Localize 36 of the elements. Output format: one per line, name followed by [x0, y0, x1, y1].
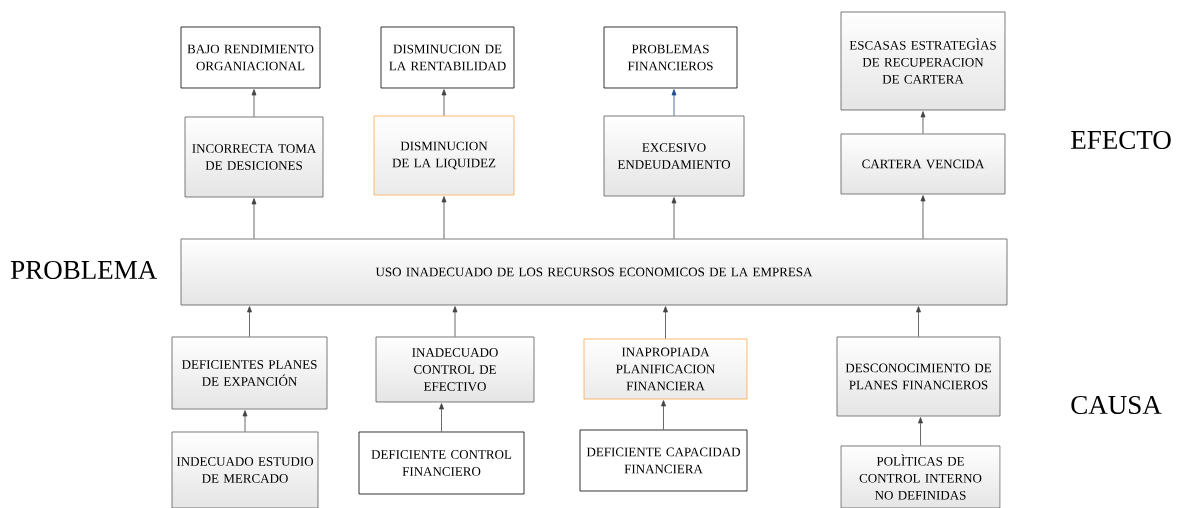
- arrow: [663, 306, 668, 339]
- process-box: POLÌTICAS DE CONTROL INTERNO NO DEFINIDAS: [840, 445, 1001, 508]
- process-box: CARTERA VENCIDA: [840, 133, 1006, 195]
- effect-box: BAJO RENDIMIENTO ORGANIACIONAL: [180, 26, 321, 89]
- arrow: [439, 403, 444, 432]
- effect-box: DEFICIENTE CONTROL FINANCIERO: [358, 431, 525, 495]
- process-box: INADECUADO CONTROL DE EFECTIVO: [375, 336, 535, 403]
- arrow: [920, 111, 926, 134]
- process-box: ESCASAS ESTRATEGÌAS DE RECUPERACION DE CARTERA: [840, 11, 1006, 111]
- process-box: DESCONOCIMIENTO DE PLANES FINANCIEROS: [836, 336, 1001, 417]
- arrow: [920, 195, 926, 239]
- effect-box: DISMINUCION DE LA RENTABILIDAD: [380, 26, 515, 89]
- process-box: DEFICIENTES PLANES DE EXPANCIÓN: [171, 336, 328, 410]
- section-label: PROBLEMA: [11, 260, 158, 280]
- arrow: [441, 196, 447, 239]
- arrow: [242, 410, 248, 432]
- highlighted-box: INAPROPIADA PLANIFICACION FINANCIERA: [583, 338, 748, 400]
- arrow: [251, 198, 257, 239]
- section-label: CAUSA: [1071, 395, 1162, 415]
- process-box: EXCESIVO ENDEUDAMIENTO: [603, 115, 745, 197]
- problem-box: USO INADECUADO DE LOS RECURSOS ECONOMICOS DE LA EMPRESA: [180, 238, 1008, 306]
- effect-box: PROBLEMAS FINANCIEROS: [603, 26, 738, 89]
- arrow: [452, 306, 458, 337]
- process-box: INCORRECTA TOMA DE DESICIONES: [184, 116, 324, 198]
- arrow: [918, 417, 923, 446]
- highlighted-box: DISMINUCION DE LA LIQUIDEZ: [373, 115, 515, 196]
- arrow: [671, 89, 677, 116]
- arrow: [661, 400, 666, 430]
- arrow: [251, 89, 257, 117]
- effect-box: DEFICIENTE CAPACIDAD FINANCIERA: [579, 429, 748, 492]
- arrow: [671, 197, 677, 239]
- process-box: INDECUADO ESTUDIO DE MERCADO: [171, 431, 319, 508]
- arrow: [247, 306, 252, 337]
- arrow: [441, 89, 447, 116]
- section-label: EFECTO: [1071, 130, 1171, 150]
- arrow: [916, 306, 921, 337]
